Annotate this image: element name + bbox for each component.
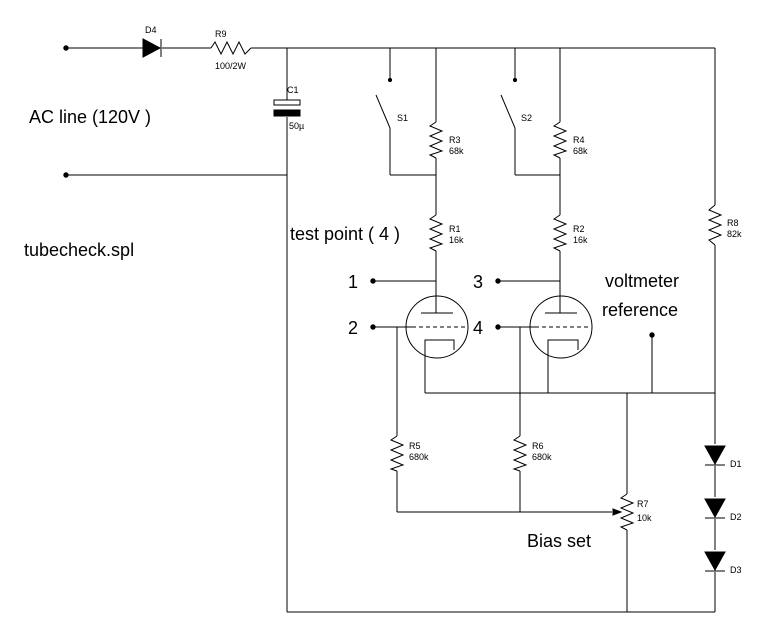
r4-value: 68k xyxy=(573,146,588,156)
r4-label: R4 xyxy=(573,135,585,145)
switch-s2[interactable]: S2 xyxy=(500,77,532,129)
d4-label: D4 xyxy=(145,25,157,35)
test-point-label: test point ( 4 ) xyxy=(290,224,400,244)
r6-value: 680k xyxy=(532,452,552,462)
r9-value: 100/2W xyxy=(215,61,247,71)
c1-value: 50µ xyxy=(289,121,304,131)
pin-2-label: 2 xyxy=(348,318,358,338)
pin-1-label: 1 xyxy=(348,272,358,292)
d1-label: D1 xyxy=(730,459,742,469)
test-point-3[interactable] xyxy=(495,278,501,284)
s2-label: S2 xyxy=(521,113,532,123)
r8-value: 82k xyxy=(727,229,742,239)
wires xyxy=(66,47,716,613)
resistor-r9: R9 100/2W xyxy=(210,29,252,71)
reference-label: reference xyxy=(602,300,678,320)
test-point-1[interactable] xyxy=(370,278,376,284)
triode-right xyxy=(529,295,593,359)
r7-label: R7 xyxy=(637,499,649,509)
potentiometer-r7[interactable]: R7 10k xyxy=(612,493,652,531)
diode-d2: D2 xyxy=(704,498,742,522)
r2-value: 16k xyxy=(573,235,588,245)
resistor-r1: R1 16k xyxy=(428,214,464,252)
r7-value: 10k xyxy=(637,513,652,523)
test-point-4[interactable] xyxy=(495,324,501,330)
ac-line-label: AC line (120V ) xyxy=(29,107,151,127)
r9-label: R9 xyxy=(215,29,227,39)
diode-d1: D1 xyxy=(704,445,742,469)
capacitor-c1: C1 50µ xyxy=(273,85,304,131)
triode-left xyxy=(405,295,469,359)
pin-3-label: 3 xyxy=(473,272,483,292)
test-point-2[interactable] xyxy=(370,324,376,330)
voltmeter-reference-terminal[interactable] xyxy=(649,332,655,338)
r8-label: R8 xyxy=(727,218,739,228)
d3-label: D3 xyxy=(730,565,742,575)
c1-label: C1 xyxy=(287,85,299,95)
ac-terminal-bottom[interactable] xyxy=(63,172,69,178)
ac-terminal-top[interactable] xyxy=(63,45,69,51)
r5-value: 680k xyxy=(409,452,429,462)
switch-s1[interactable]: S1 xyxy=(375,77,408,129)
r5-label: R5 xyxy=(409,441,421,451)
filename-label: tubecheck.spl xyxy=(24,240,134,260)
bias-set-label: Bias set xyxy=(527,531,591,551)
resistor-r4: R4 68k xyxy=(552,121,588,159)
r2-label: R2 xyxy=(573,224,585,234)
diode-d3: D3 xyxy=(704,551,742,575)
pin-4-label: 4 xyxy=(473,318,483,338)
resistor-r5: R5 680k xyxy=(389,435,429,472)
resistor-r2: R2 16k xyxy=(552,214,588,252)
s1-label: S1 xyxy=(397,113,408,123)
r6-label: R6 xyxy=(532,441,544,451)
resistor-r3: R3 68k xyxy=(428,121,464,159)
r3-label: R3 xyxy=(449,135,461,145)
r3-value: 68k xyxy=(449,146,464,156)
r1-label: R1 xyxy=(449,224,461,234)
diode-d4: D4 xyxy=(142,25,162,58)
voltmeter-label: voltmeter xyxy=(605,271,679,291)
resistor-r8: R8 82k xyxy=(707,204,742,246)
terminals xyxy=(63,45,655,338)
r1-value: 16k xyxy=(449,235,464,245)
resistor-r6: R6 680k xyxy=(512,435,552,472)
d2-label: D2 xyxy=(730,512,742,522)
